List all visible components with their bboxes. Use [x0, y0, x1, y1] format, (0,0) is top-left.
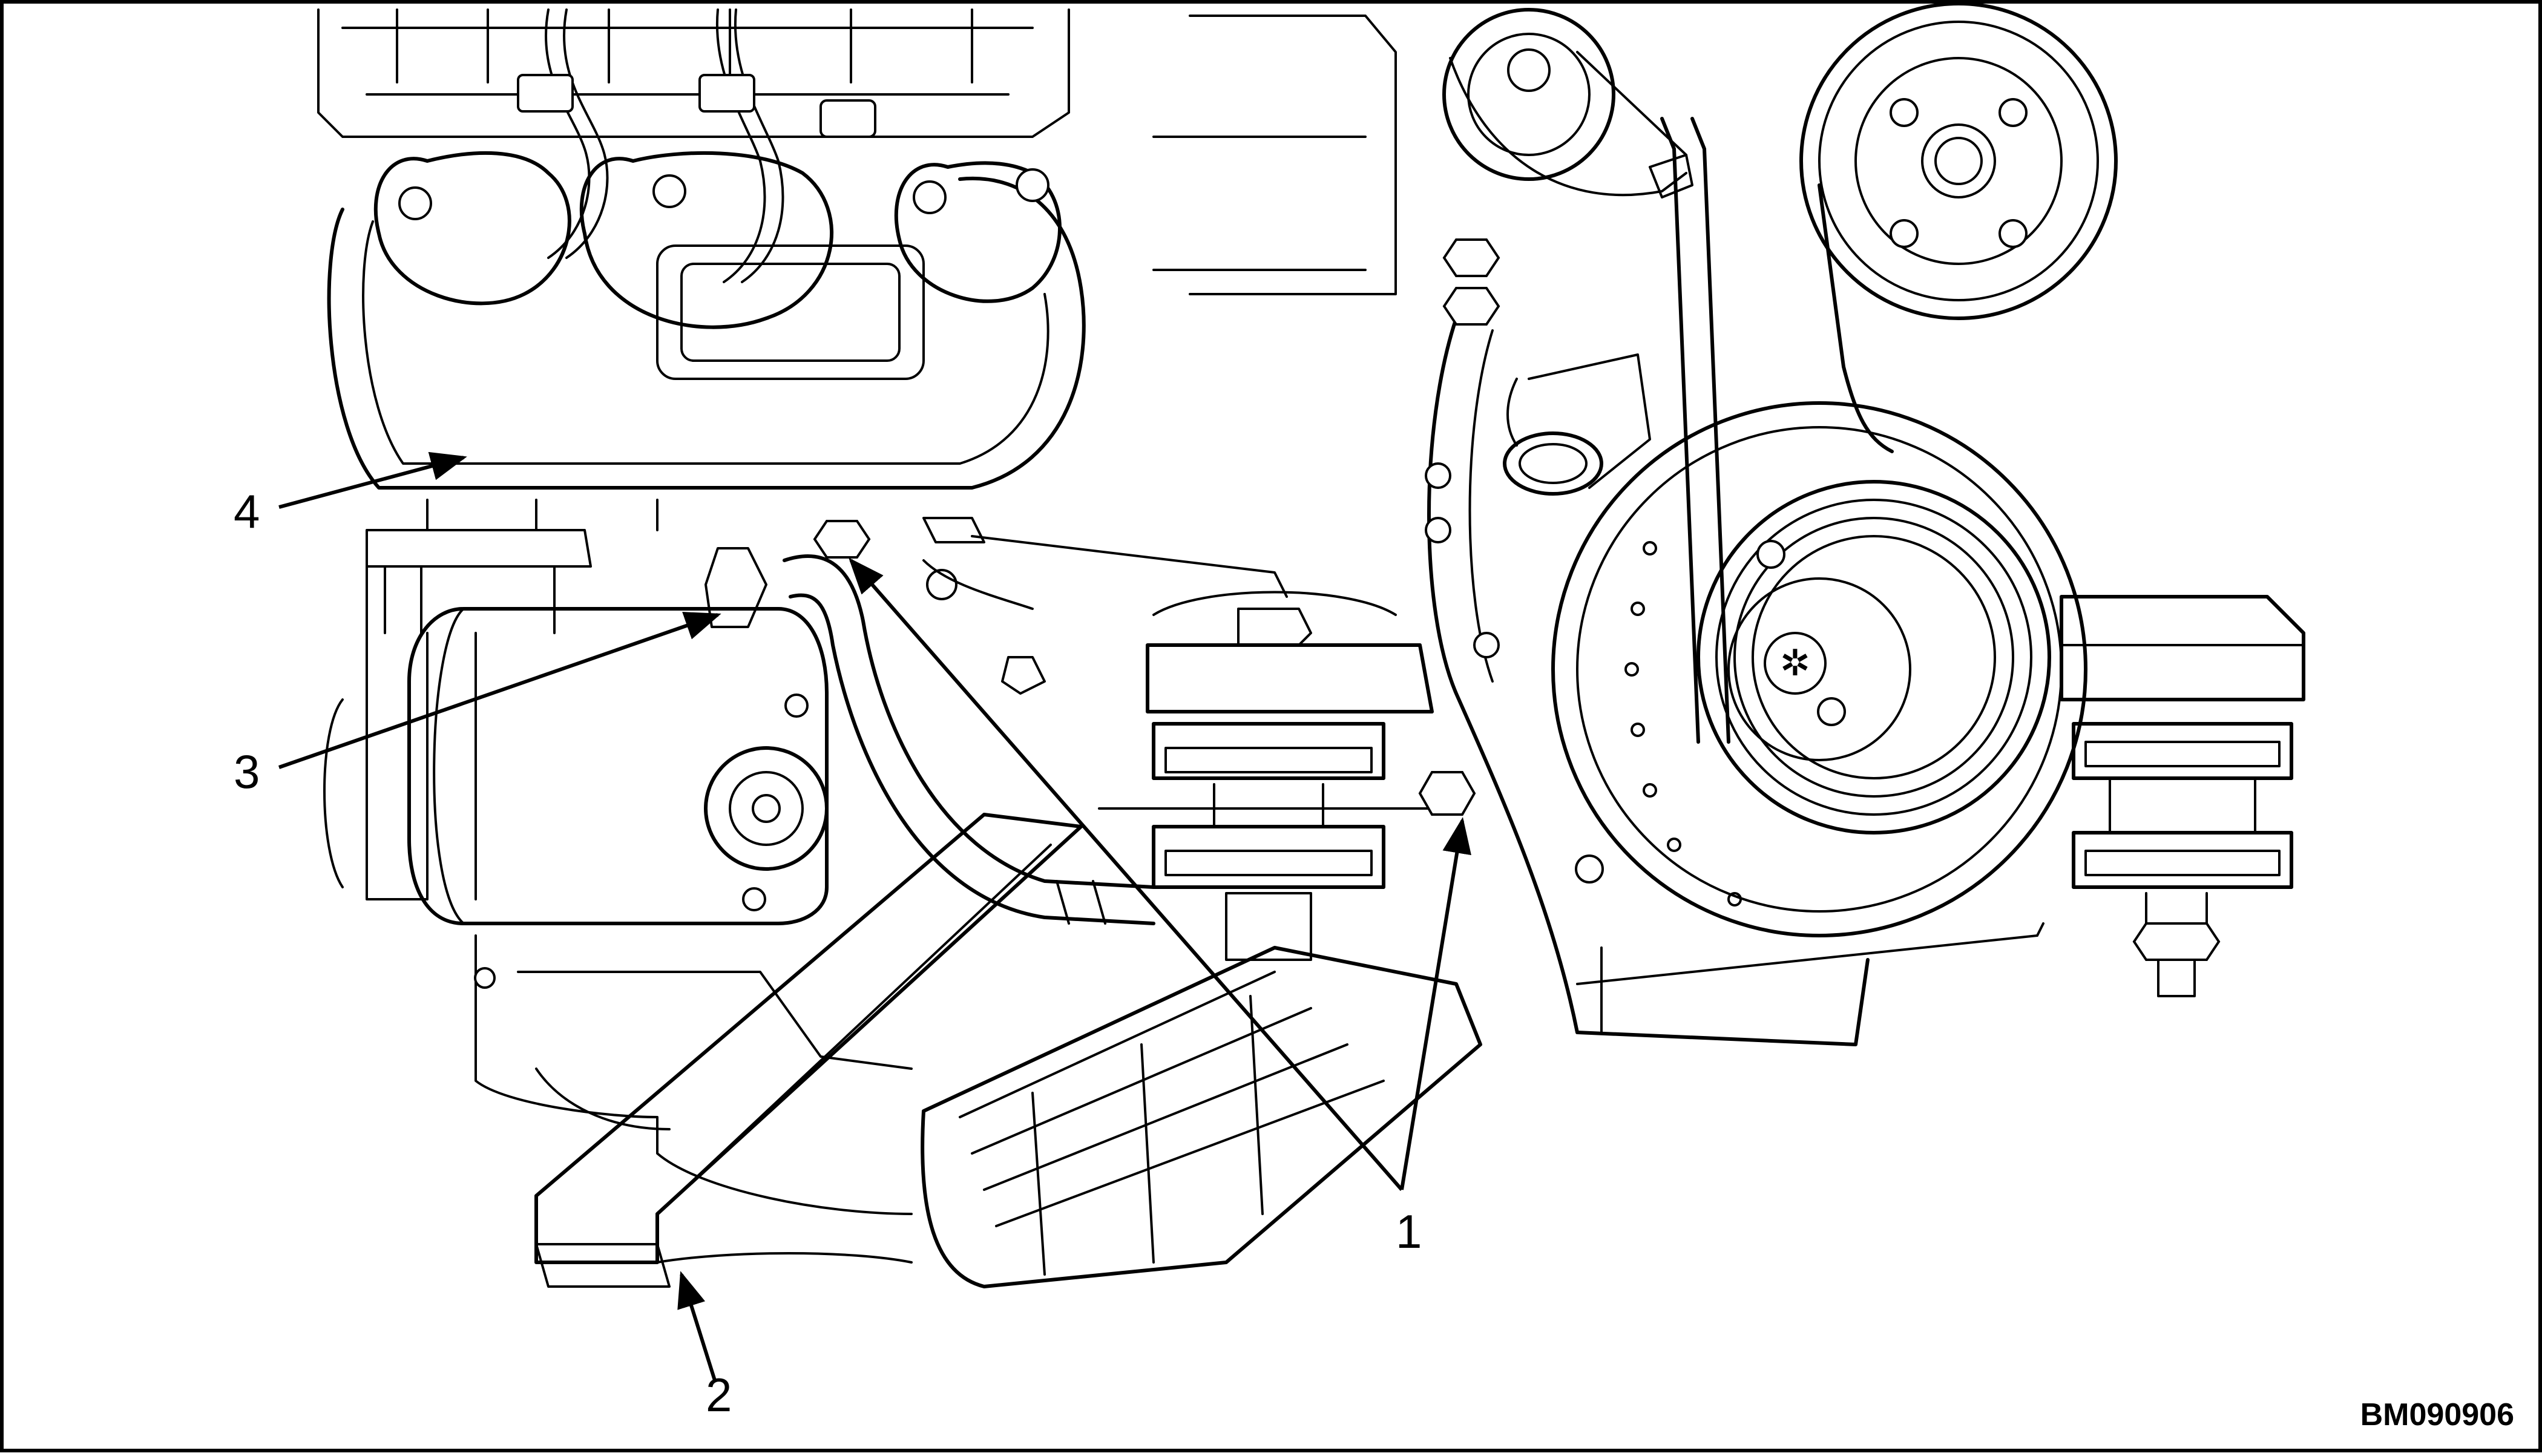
- oil-pan: [474, 934, 913, 1215]
- coolant-outlet: [1503, 353, 1651, 496]
- right-mount: [2060, 595, 2305, 997]
- leader-1b: [1400, 817, 1471, 1190]
- cylinder-head: [317, 8, 1070, 283]
- damper-holes: [1624, 541, 1742, 907]
- callout-leaders: [278, 451, 1471, 1381]
- callout-1-label: 1: [1396, 1205, 1422, 1258]
- idler-pulley: [1152, 8, 1693, 295]
- leader-4: [278, 451, 467, 509]
- drive-belt: [1660, 117, 1894, 744]
- upper-pulley: [1799, 4, 2118, 320]
- coolant-hose: [783, 554, 1155, 925]
- crossmember: [534, 813, 1083, 1288]
- leader-3: [278, 612, 721, 769]
- callout-2-label: 2: [706, 1368, 732, 1422]
- exhaust-manifold: [327, 151, 1086, 531]
- svg-text:✲: ✲: [1780, 642, 1810, 684]
- mount-bolt-right: [1418, 771, 1476, 816]
- leader-2: [677, 1271, 717, 1381]
- figure-id-code: BM090906: [2360, 1397, 2514, 1432]
- crankshaft-pulley: ✲: [1551, 401, 2087, 937]
- callout-4-label: 4: [234, 485, 260, 538]
- engine-mount: [813, 517, 1476, 961]
- skid-plate: [921, 946, 1482, 1288]
- callout-3-label: 3: [234, 745, 260, 798]
- mount-bolt-upper: [813, 520, 871, 559]
- left-bracket: [366, 529, 592, 900]
- engine-line-drawing: ✲: [278, 4, 2305, 1381]
- starter-motor: [323, 547, 829, 925]
- leader-1a: [849, 557, 1404, 1191]
- timing-cover: [1425, 238, 2044, 1046]
